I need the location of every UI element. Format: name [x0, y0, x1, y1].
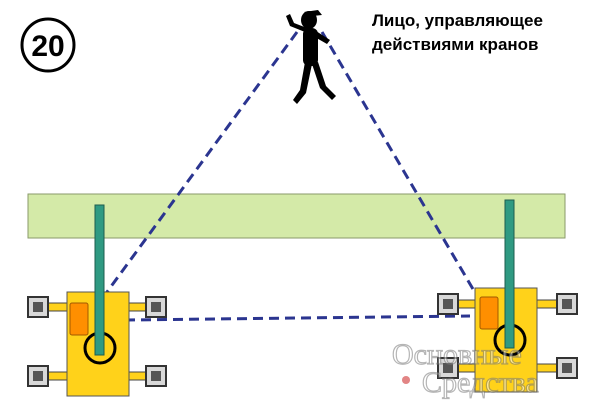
crane-left-cab — [69, 302, 89, 336]
signal-line-right — [320, 31, 492, 319]
outriggers-right — [437, 293, 578, 379]
watermark-line1: Основные — [392, 338, 522, 371]
signaller-figure — [286, 10, 336, 104]
watermark-dot-icon — [402, 376, 410, 384]
step-number-badge: 20 — [20, 17, 76, 73]
load-beam — [27, 193, 566, 239]
crane-left — [27, 204, 167, 397]
caption: Лицо, управляющее действиями кранов — [372, 9, 592, 57]
crane-right-cab — [479, 296, 499, 330]
crane-right — [437, 199, 578, 393]
signal-lines — [86, 31, 492, 322]
crane-right-boom — [504, 199, 515, 349]
caption-line1: Лицо, управляющее — [372, 11, 543, 30]
watermark: Основные Средства — [391, 337, 539, 399]
signal-line-left — [86, 31, 299, 319]
watermark-line2: Средства — [422, 366, 539, 399]
outriggers-left — [27, 296, 167, 387]
signal-line-bottom — [124, 314, 471, 322]
crane-left-boom — [94, 204, 105, 356]
caption-line2: действиями кранов — [372, 35, 539, 54]
step-number-text: 20 — [31, 30, 64, 63]
